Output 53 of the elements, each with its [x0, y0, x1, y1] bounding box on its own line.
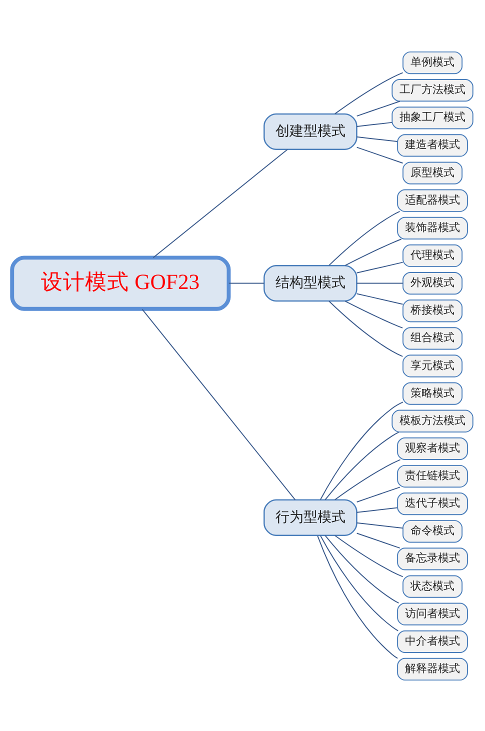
node-box: 外观模式 — [402, 271, 463, 294]
connector — [317, 534, 398, 658]
connector — [356, 522, 404, 528]
node-box: 行为型模式 — [264, 498, 358, 536]
connector — [334, 534, 404, 577]
connector — [328, 300, 404, 356]
node-box: 适配器模式 — [397, 188, 468, 212]
connector — [344, 238, 402, 266]
connector — [356, 261, 404, 273]
connector — [228, 282, 265, 284]
node-box: 状态模式 — [402, 574, 463, 598]
connector — [356, 100, 400, 116]
connector — [356, 282, 404, 284]
node-box: 桥接模式 — [402, 299, 463, 322]
node-box: 组合模式 — [402, 326, 463, 350]
node-box: 单例模式 — [402, 50, 463, 74]
connector — [344, 300, 404, 328]
node-box: 解释器模式 — [397, 657, 468, 680]
node-box: 工厂方法模式 — [392, 78, 474, 102]
node-box: 模板方法模式 — [392, 409, 474, 432]
node-box: 备忘录模式 — [397, 547, 468, 570]
connector — [320, 534, 399, 631]
connector — [356, 146, 404, 164]
connector — [334, 72, 404, 114]
connector — [152, 148, 288, 258]
connector — [356, 121, 392, 126]
node-box: 命令模式 — [402, 520, 463, 542]
node-box: 责任链模式 — [397, 464, 468, 488]
node-box: 享元模式 — [402, 354, 463, 377]
node-box: 中介者模式 — [397, 630, 468, 652]
node-box: 结构型模式 — [264, 264, 358, 302]
connector — [356, 506, 398, 512]
node-box: 抽象工厂模式 — [392, 106, 474, 129]
connector — [328, 210, 400, 266]
connector — [356, 486, 400, 502]
node-box: 代理模式 — [402, 244, 463, 267]
node-box: 建造者模式 — [397, 134, 468, 156]
connector — [320, 401, 404, 500]
connector — [334, 458, 401, 500]
connector — [356, 136, 398, 142]
node-box: 策略模式 — [402, 382, 463, 404]
node-box: 迭代子模式 — [397, 492, 468, 515]
node-box: 设计模式 GOF23 — [10, 255, 231, 310]
connector — [356, 292, 404, 304]
connector — [324, 431, 400, 500]
node-box: 装饰器模式 — [397, 216, 468, 239]
node-box: 原型模式 — [402, 161, 463, 184]
connector — [324, 534, 400, 604]
node-box: 创建型模式 — [264, 112, 358, 150]
connector — [356, 532, 400, 548]
connector — [142, 308, 296, 500]
node-box: 访问者模式 — [397, 602, 468, 625]
node-box: 观察者模式 — [397, 436, 468, 460]
